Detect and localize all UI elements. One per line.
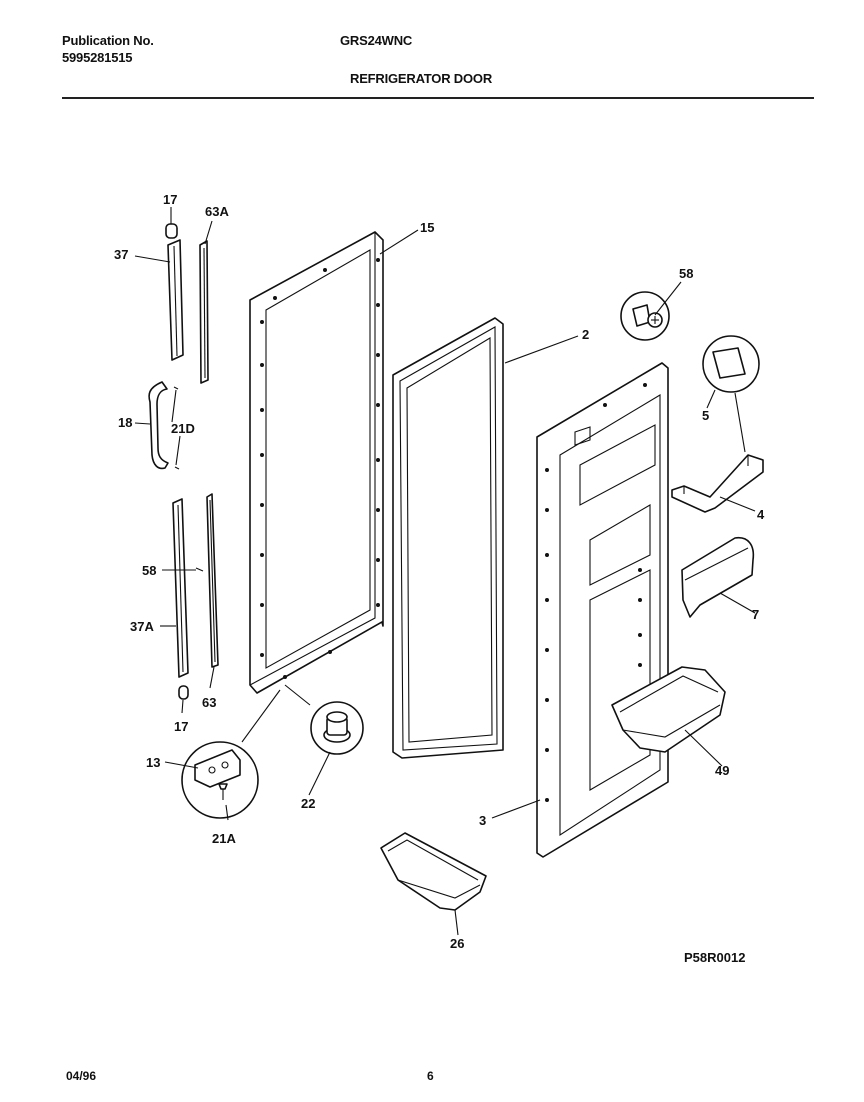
header-divider xyxy=(62,97,814,99)
screw-part-58-mid[interactable] xyxy=(195,567,204,572)
model-number: GRS24WNC xyxy=(340,33,413,48)
callout-15: 15 xyxy=(420,220,434,235)
callout-63: 63 xyxy=(202,695,216,710)
bushing-detail-part-22[interactable] xyxy=(310,701,364,755)
callout-17-top: 17 xyxy=(163,192,177,207)
callout-63a: 63A xyxy=(205,204,229,219)
trim-strip-part-37[interactable] xyxy=(167,239,184,361)
callout-58-top: 58 xyxy=(679,266,693,281)
drawing-code: P58R0012 xyxy=(684,950,745,965)
screw-detail-part-58-top[interactable] xyxy=(620,291,670,341)
door-gasket-part-2[interactable] xyxy=(392,317,504,759)
shelf-end-cap-part-5[interactable] xyxy=(702,335,760,393)
callout-2: 2 xyxy=(582,327,589,342)
leader-lines xyxy=(134,207,756,936)
callout-58-mid: 58 xyxy=(142,563,156,578)
callout-3: 3 xyxy=(479,813,486,828)
callout-22: 22 xyxy=(301,796,315,811)
bin-part-26[interactable] xyxy=(380,832,487,911)
end-cap-part-17-top[interactable] xyxy=(165,223,178,239)
callout-37: 37 xyxy=(114,247,128,262)
callout-49: 49 xyxy=(715,763,729,778)
door-rail-part-4[interactable] xyxy=(671,454,764,513)
callout-4: 4 xyxy=(757,507,765,522)
trim-strip-part-37a[interactable] xyxy=(172,498,189,678)
publication-label: Publication No. xyxy=(62,33,154,48)
liner-screw-holes xyxy=(545,383,647,802)
page-title: REFRIGERATOR DOOR xyxy=(350,71,493,86)
dairy-door-part-7[interactable] xyxy=(681,536,755,618)
callout-5: 5 xyxy=(702,408,709,423)
trim-strip-part-63[interactable] xyxy=(206,493,219,668)
callout-13: 13 xyxy=(146,755,160,770)
door-frame-screw-holes xyxy=(260,258,380,679)
publication-number: 5995281515 xyxy=(62,50,133,65)
hinge-detail-part-13[interactable] xyxy=(181,741,259,819)
callout-18: 18 xyxy=(118,415,132,430)
trim-strip-part-63a[interactable] xyxy=(199,240,209,384)
callout-17-bottom: 17 xyxy=(174,719,188,734)
door-handle-part-18[interactable] xyxy=(148,381,180,470)
door-bin-part-49[interactable] xyxy=(611,666,726,753)
footer-date: 04/96 xyxy=(66,1069,97,1083)
callout-7: 7 xyxy=(752,607,759,622)
callout-labels: 17 63A 37 15 58 2 18 21D 5 4 58 7 37A 63… xyxy=(114,192,765,965)
door-frame-part-15[interactable] xyxy=(249,231,384,694)
footer-page-number: 6 xyxy=(427,1069,434,1083)
door-liner-part-3[interactable] xyxy=(536,362,669,858)
callout-21d: 21D xyxy=(171,421,195,436)
end-cap-part-17-bottom[interactable] xyxy=(178,685,189,700)
callout-26: 26 xyxy=(450,936,464,951)
callout-21a: 21A xyxy=(212,831,236,846)
callout-37a: 37A xyxy=(130,619,154,634)
